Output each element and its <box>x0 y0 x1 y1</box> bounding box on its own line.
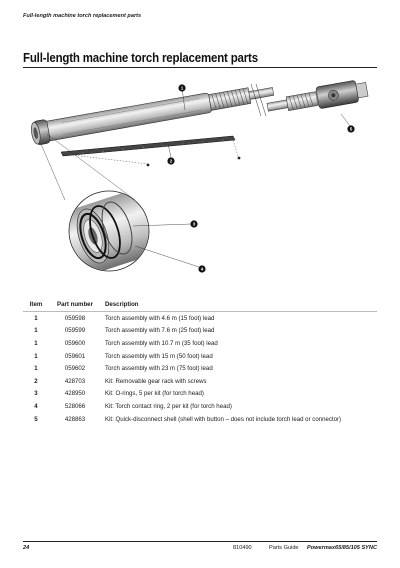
table-row: 2 428703 Kit: Removable gear rack with s… <box>23 375 377 388</box>
column-header-item: Item <box>29 301 43 308</box>
quick-disconnect-connector <box>315 80 369 109</box>
item-cell: 2 <box>34 377 38 385</box>
callout-2: 2 <box>167 157 175 165</box>
description-cell: Torch assembly with 23 m (75 foot) lead <box>105 365 213 373</box>
document-number: 810490 <box>233 545 252 551</box>
callout-4: 4 <box>198 265 206 273</box>
page-number: 24 <box>23 545 30 551</box>
parts-table: Item Part number Description 1 059598 To… <box>23 298 377 425</box>
description-cell: Kit: O-rings, 5 per kit (for torch head) <box>105 390 204 398</box>
description-cell: Torch assembly with 4.6 m (15 foot) lead <box>105 314 215 322</box>
product-name: Powermax65/85/105 SYNC <box>307 545 377 551</box>
item-cell: 1 <box>34 365 38 373</box>
table-row: 3 428950 Kit: O-rings, 5 per kit (for to… <box>23 388 377 401</box>
torch-exploded-figure: 1 2 3 4 5 <box>23 74 377 292</box>
svg-text:4: 4 <box>201 267 204 272</box>
column-header-description: Description <box>105 301 139 308</box>
part-number-cell: 059602 <box>64 365 86 373</box>
torch-illustration: 1 2 3 4 5 <box>31 80 369 273</box>
column-header-part-number: Part number <box>57 301 93 308</box>
part-number-cell: 428950 <box>64 390 86 398</box>
table-row: 1 059602 Torch assembly with 23 m (75 fo… <box>23 362 377 375</box>
item-cell: 1 <box>34 352 38 360</box>
torch-body <box>31 87 275 145</box>
table-row: 1 059598 Torch assembly with 4.6 m (15 f… <box>23 312 377 325</box>
svg-text:5: 5 <box>350 127 353 132</box>
description-cell: Kit: Quick-disconnect shell (shell with … <box>105 415 342 423</box>
part-number-cell: 059598 <box>64 314 86 322</box>
footer-rule <box>23 541 377 542</box>
item-cell: 1 <box>34 314 38 322</box>
item-cell: 1 <box>34 327 38 335</box>
item-cell: 3 <box>34 390 38 398</box>
torch-head-detail <box>40 133 150 272</box>
table-row: 1 059600 Torch assembly with 10.7 m (35 … <box>23 337 377 350</box>
description-cell: Kit: Torch contact ring, 2 per kit (for … <box>105 402 232 410</box>
description-cell: Kit: Removable gear rack with screws <box>105 377 207 385</box>
part-number-cell: 059599 <box>64 327 86 335</box>
table-row: 5 428863 Kit: Quick-disconnect shell (sh… <box>23 413 377 426</box>
svg-text:2: 2 <box>170 159 173 164</box>
item-cell: 4 <box>34 402 38 410</box>
svg-text:3: 3 <box>193 222 196 227</box>
description-cell: Torch assembly with 7.6 m (25 foot) lead <box>105 327 215 335</box>
callout-5: 5 <box>347 125 355 133</box>
torch-lead <box>266 91 319 112</box>
guide-name: Parts Guide <box>269 545 299 551</box>
table-row: 1 059599 Torch assembly with 7.6 m (25 f… <box>23 325 377 338</box>
part-number-cell: 528066 <box>64 402 86 410</box>
running-header: Full-length machine torch replacement pa… <box>23 13 142 19</box>
parts-table-header: Item Part number Description <box>23 298 377 312</box>
description-cell: Torch assembly with 15 m (50 foot) lead <box>105 352 213 360</box>
table-row: 1 059601 Torch assembly with 15 m (50 fo… <box>23 350 377 363</box>
table-row: 4 528066 Kit: Torch contact ring, 2 per … <box>23 400 377 413</box>
gear-rack <box>60 135 241 167</box>
part-number-cell: 059601 <box>64 352 86 360</box>
item-cell: 5 <box>34 415 38 423</box>
part-number-cell: 428863 <box>64 415 86 423</box>
part-number-cell: 428703 <box>64 377 86 385</box>
part-number-cell: 059600 <box>64 339 86 347</box>
callout-3: 3 <box>190 220 198 228</box>
title-rule <box>23 67 377 68</box>
page-title: Full-length machine torch replacement pa… <box>23 51 258 65</box>
svg-text:1: 1 <box>181 86 184 91</box>
callout-1: 1 <box>178 84 186 92</box>
description-cell: Torch assembly with 10.7 m (35 foot) lea… <box>105 339 218 347</box>
item-cell: 1 <box>34 339 38 347</box>
